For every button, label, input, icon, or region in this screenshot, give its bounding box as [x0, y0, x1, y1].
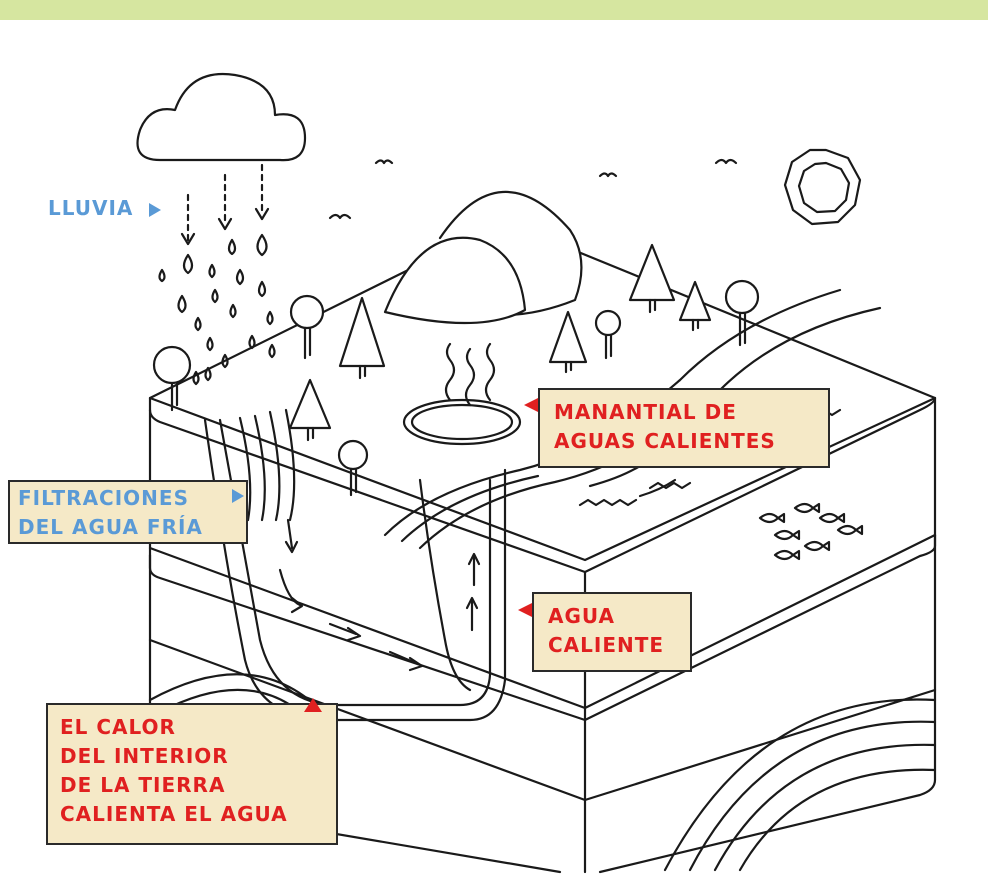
fish — [758, 502, 864, 561]
trees — [152, 243, 760, 497]
hot-water-line-2: CALIENTE — [548, 633, 665, 657]
hot-spring-line-2: AGUAS CALIENTES — [554, 429, 776, 453]
earth-heat-line-3: DE LA TIERRA — [60, 773, 226, 797]
flow-arrows — [278, 518, 481, 672]
earth-heat-line-1: EL CALOR — [60, 715, 176, 739]
hot-water-line-1: AGUA — [548, 604, 615, 628]
earth-heat-line-4: CALIENTA EL AGUA — [60, 802, 288, 826]
hot-spring-pointer — [524, 398, 538, 412]
sun — [783, 148, 862, 226]
hot-spring-pool — [402, 342, 522, 446]
rain-label: LLUVIA — [48, 196, 162, 220]
earth-heat-pointer — [304, 698, 322, 712]
birds — [328, 158, 738, 220]
earth-heat-line-2: DEL INTERIOR — [60, 744, 229, 768]
hills — [383, 190, 583, 325]
rain-drops — [158, 233, 276, 386]
infiltration-line-1: FILTRACIONES — [18, 486, 189, 510]
infiltration-channels — [203, 408, 507, 722]
infiltration-callout: FILTRACIONES DEL AGUA FRÍA — [8, 480, 248, 544]
hot-water-callout: AGUA CALIENTE — [532, 592, 692, 672]
hot-spring-line-1: MANANTIAL DE — [554, 400, 737, 424]
infiltration-pointer — [232, 489, 244, 503]
hot-water-pointer — [518, 603, 532, 617]
hot-spring-callout: MANANTIAL DE AGUAS CALIENTES — [538, 388, 830, 468]
rain-arrowheads — [180, 207, 270, 246]
earth-heat-callout: EL CALOR DEL INTERIOR DE LA TIERRA CALIE… — [46, 703, 338, 845]
rain-label-pointer — [149, 202, 162, 217]
rain-arrows — [186, 163, 264, 242]
rain-label-text: LLUVIA — [48, 196, 134, 220]
cloud — [136, 72, 307, 162]
top-color-band — [0, 0, 988, 20]
heat-arcs-right — [663, 698, 937, 872]
infiltration-line-2: DEL AGUA FRÍA — [18, 515, 203, 539]
